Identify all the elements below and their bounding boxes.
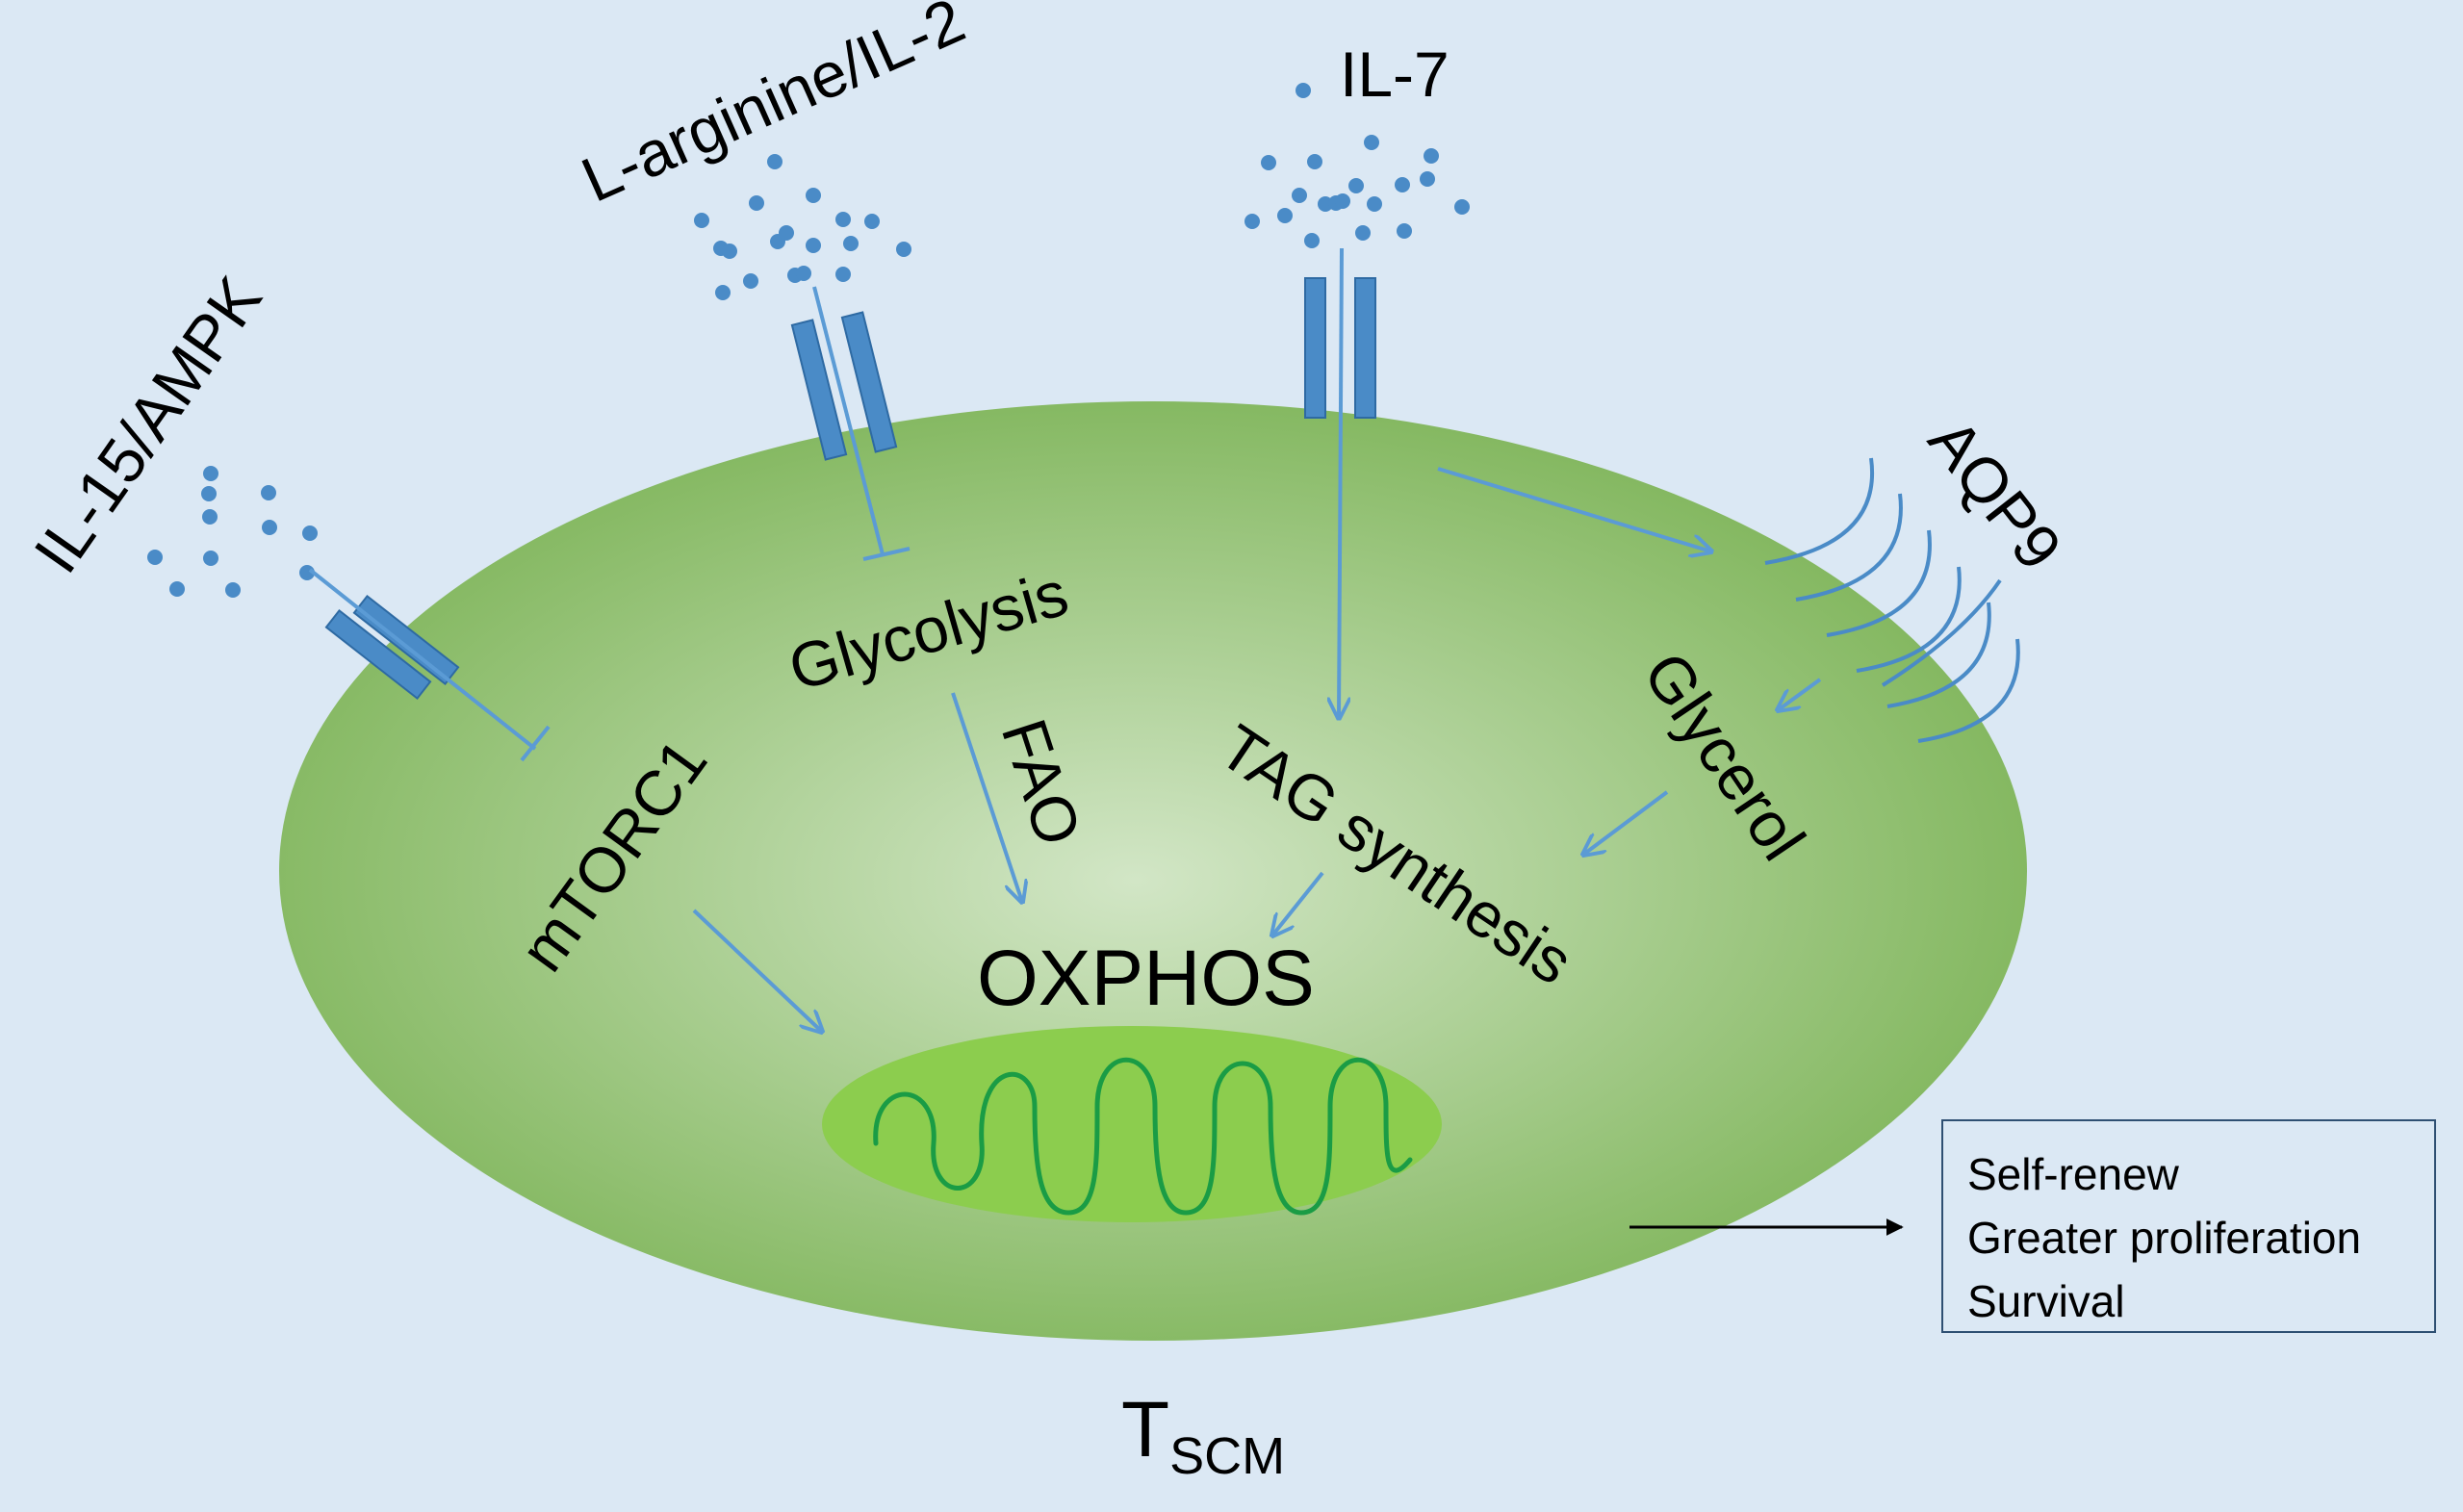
- cell-body: [279, 401, 2027, 1341]
- tag-to-oxphos-arrow: [1272, 871, 1324, 935]
- label-cell-sub: SCM: [1169, 1427, 1285, 1485]
- glycerol-to-tag-arrow: [1583, 790, 1669, 855]
- mitochondrion-cristae: [873, 1057, 1413, 1216]
- glycolysis-fao-arrow: [951, 692, 1022, 902]
- label-cell-tscm: TSCM: [1121, 1386, 1285, 1485]
- outcome-survival: Survival: [1967, 1276, 2125, 1326]
- label-oxphos: OXPHOS: [977, 935, 1315, 1022]
- pathway-arrows: [692, 467, 1822, 1032]
- mitochondrion: [822, 1026, 1442, 1222]
- outcome-box: Self-renew Greater proliferation Surviva…: [1941, 1119, 2436, 1333]
- il15-ampk-ligands: [147, 466, 318, 598]
- outcome-self-renew: Self-renew: [1967, 1149, 2179, 1199]
- label-cell-main: T: [1121, 1386, 1169, 1474]
- aqp9-to-glycerol-arrow: [1778, 678, 1822, 710]
- outcome-greater-proliferation: Greater proliferation: [1967, 1213, 2362, 1263]
- il7-to-aqp9-arrow: [1437, 467, 1711, 551]
- mitochondrion-body: [822, 1026, 1442, 1222]
- label-il7: IL-7: [1340, 38, 1450, 110]
- il2-receptor: [790, 286, 911, 561]
- mtorc1-to-mito-arrow: [692, 909, 822, 1032]
- larginine-il2-ligands: [694, 154, 911, 300]
- il7-ligands: [1244, 83, 1470, 248]
- il7-receptor: [1304, 247, 1376, 718]
- aqp9-channel: [1764, 457, 2020, 743]
- il15-receptor: [308, 568, 551, 762]
